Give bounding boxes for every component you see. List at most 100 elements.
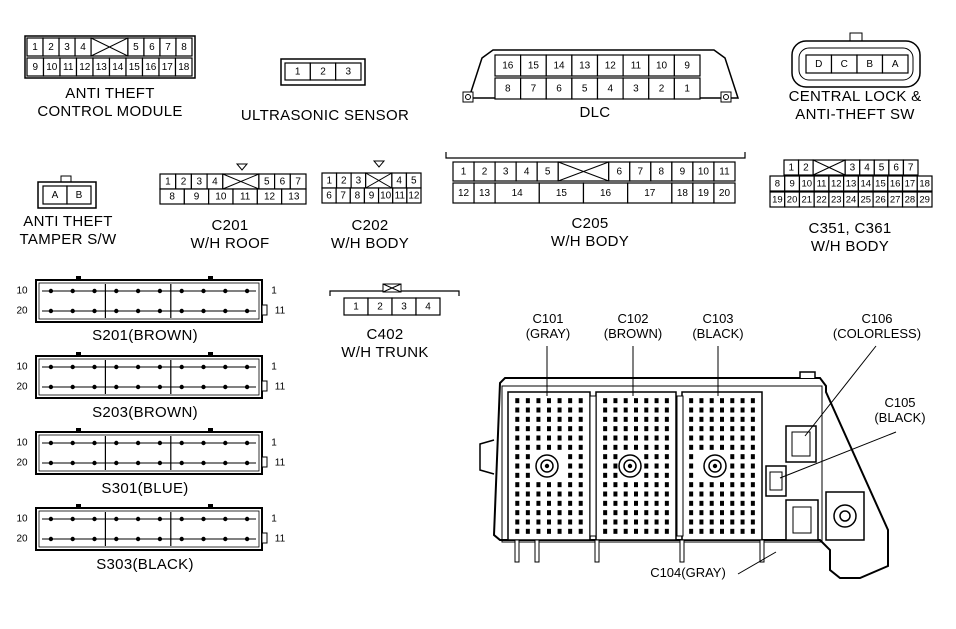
cavity <box>750 435 755 441</box>
label-line: ANTI THEFT <box>65 85 155 102</box>
pin-number: 14 <box>860 179 871 190</box>
label-line: W/H ROOF <box>190 235 270 252</box>
cavity <box>578 500 583 506</box>
terminal <box>48 288 54 294</box>
cavity <box>515 528 520 534</box>
cavity <box>623 416 628 422</box>
pin-cell <box>406 187 422 204</box>
pin-number: 2 <box>803 163 809 174</box>
pin-number: 11 <box>719 167 730 178</box>
pin-cell <box>881 54 909 74</box>
pin-number: 19 <box>698 188 710 199</box>
cavity <box>750 444 755 450</box>
cavity <box>664 435 669 441</box>
cavity <box>730 407 735 413</box>
stud <box>534 539 540 563</box>
key-tab <box>208 276 213 281</box>
cavity <box>689 444 694 450</box>
label-line: W/H BODY <box>810 238 890 255</box>
cavity <box>740 426 745 432</box>
label-line: W/H BODY <box>550 233 630 250</box>
terminal <box>201 288 206 294</box>
pin-cell <box>902 159 919 176</box>
cavity <box>603 435 608 441</box>
pin-number: 16 <box>145 62 157 73</box>
pin-number: 21 <box>802 195 813 206</box>
pin-number: 3 <box>356 176 362 187</box>
cavity <box>730 426 735 432</box>
cavity <box>536 426 541 432</box>
cavity <box>515 463 520 469</box>
label-line: C101 <box>532 311 564 326</box>
label-line: W/H BODY <box>330 235 410 252</box>
pin-cell <box>713 182 736 204</box>
terminal <box>70 536 75 542</box>
cavity <box>730 454 735 460</box>
cavity <box>613 444 618 450</box>
terminal <box>223 536 228 542</box>
cavity <box>568 472 573 478</box>
pin-number: 3 <box>850 163 856 174</box>
cavity <box>730 491 735 497</box>
terminal <box>135 384 141 390</box>
pin-number: 10 <box>380 191 392 202</box>
cavity <box>664 398 669 404</box>
pin-number: B <box>76 190 83 201</box>
pin-number: 18 <box>178 62 190 73</box>
key-mark <box>90 37 129 57</box>
cavity <box>568 416 573 422</box>
pin-number: 11 <box>395 191 406 202</box>
pin-number: A <box>892 59 899 70</box>
label-line: (BLACK) <box>692 326 744 341</box>
pin-cell <box>916 175 933 192</box>
cavity <box>634 519 638 525</box>
pin-number: 5 <box>582 84 588 95</box>
cavity <box>730 463 735 469</box>
cavity <box>750 510 755 516</box>
cavity <box>568 407 573 413</box>
cavity <box>654 500 659 506</box>
label-line: C201 <box>211 217 249 234</box>
pin-number: 11 <box>275 306 286 317</box>
cavity <box>634 398 638 404</box>
pin-number: 5 <box>545 167 551 178</box>
pin-number: 6 <box>326 191 332 202</box>
cavity <box>557 528 562 534</box>
pin-cell <box>415 297 441 316</box>
terminal <box>92 460 97 466</box>
terminal <box>223 288 228 294</box>
cavity <box>720 407 724 413</box>
anti-theft-control-module-label: ANTI THEFT CONTROL MODULE <box>20 85 200 121</box>
key-tab <box>76 276 81 281</box>
cavity <box>750 472 755 478</box>
cavity <box>525 444 530 450</box>
pin-number: 7 <box>295 177 301 188</box>
pin-number: 4 <box>80 42 86 53</box>
cavity <box>525 426 530 432</box>
terminal <box>70 288 75 294</box>
stud <box>759 539 765 563</box>
cavity <box>578 444 583 450</box>
terminal <box>179 440 184 446</box>
cavity <box>536 435 541 441</box>
terminal <box>135 536 141 542</box>
pin-number: 26 <box>875 195 886 206</box>
pin-number: 3 <box>503 167 509 178</box>
c104-callout: C104(GRAY) <box>650 565 726 580</box>
key-marker <box>235 163 249 171</box>
cavity <box>536 519 541 525</box>
pin-number: 8 <box>169 192 175 203</box>
terminal <box>135 288 141 294</box>
cavity <box>578 510 583 516</box>
cavity <box>664 463 669 469</box>
pin-number: 3 <box>64 42 70 53</box>
cavity <box>689 454 694 460</box>
cavity <box>568 519 573 525</box>
cavity <box>689 416 694 422</box>
cavity <box>709 407 714 413</box>
splice-label: S201(BROWN) <box>92 327 198 344</box>
cavity <box>547 482 551 488</box>
pin-number: 4 <box>608 84 614 95</box>
